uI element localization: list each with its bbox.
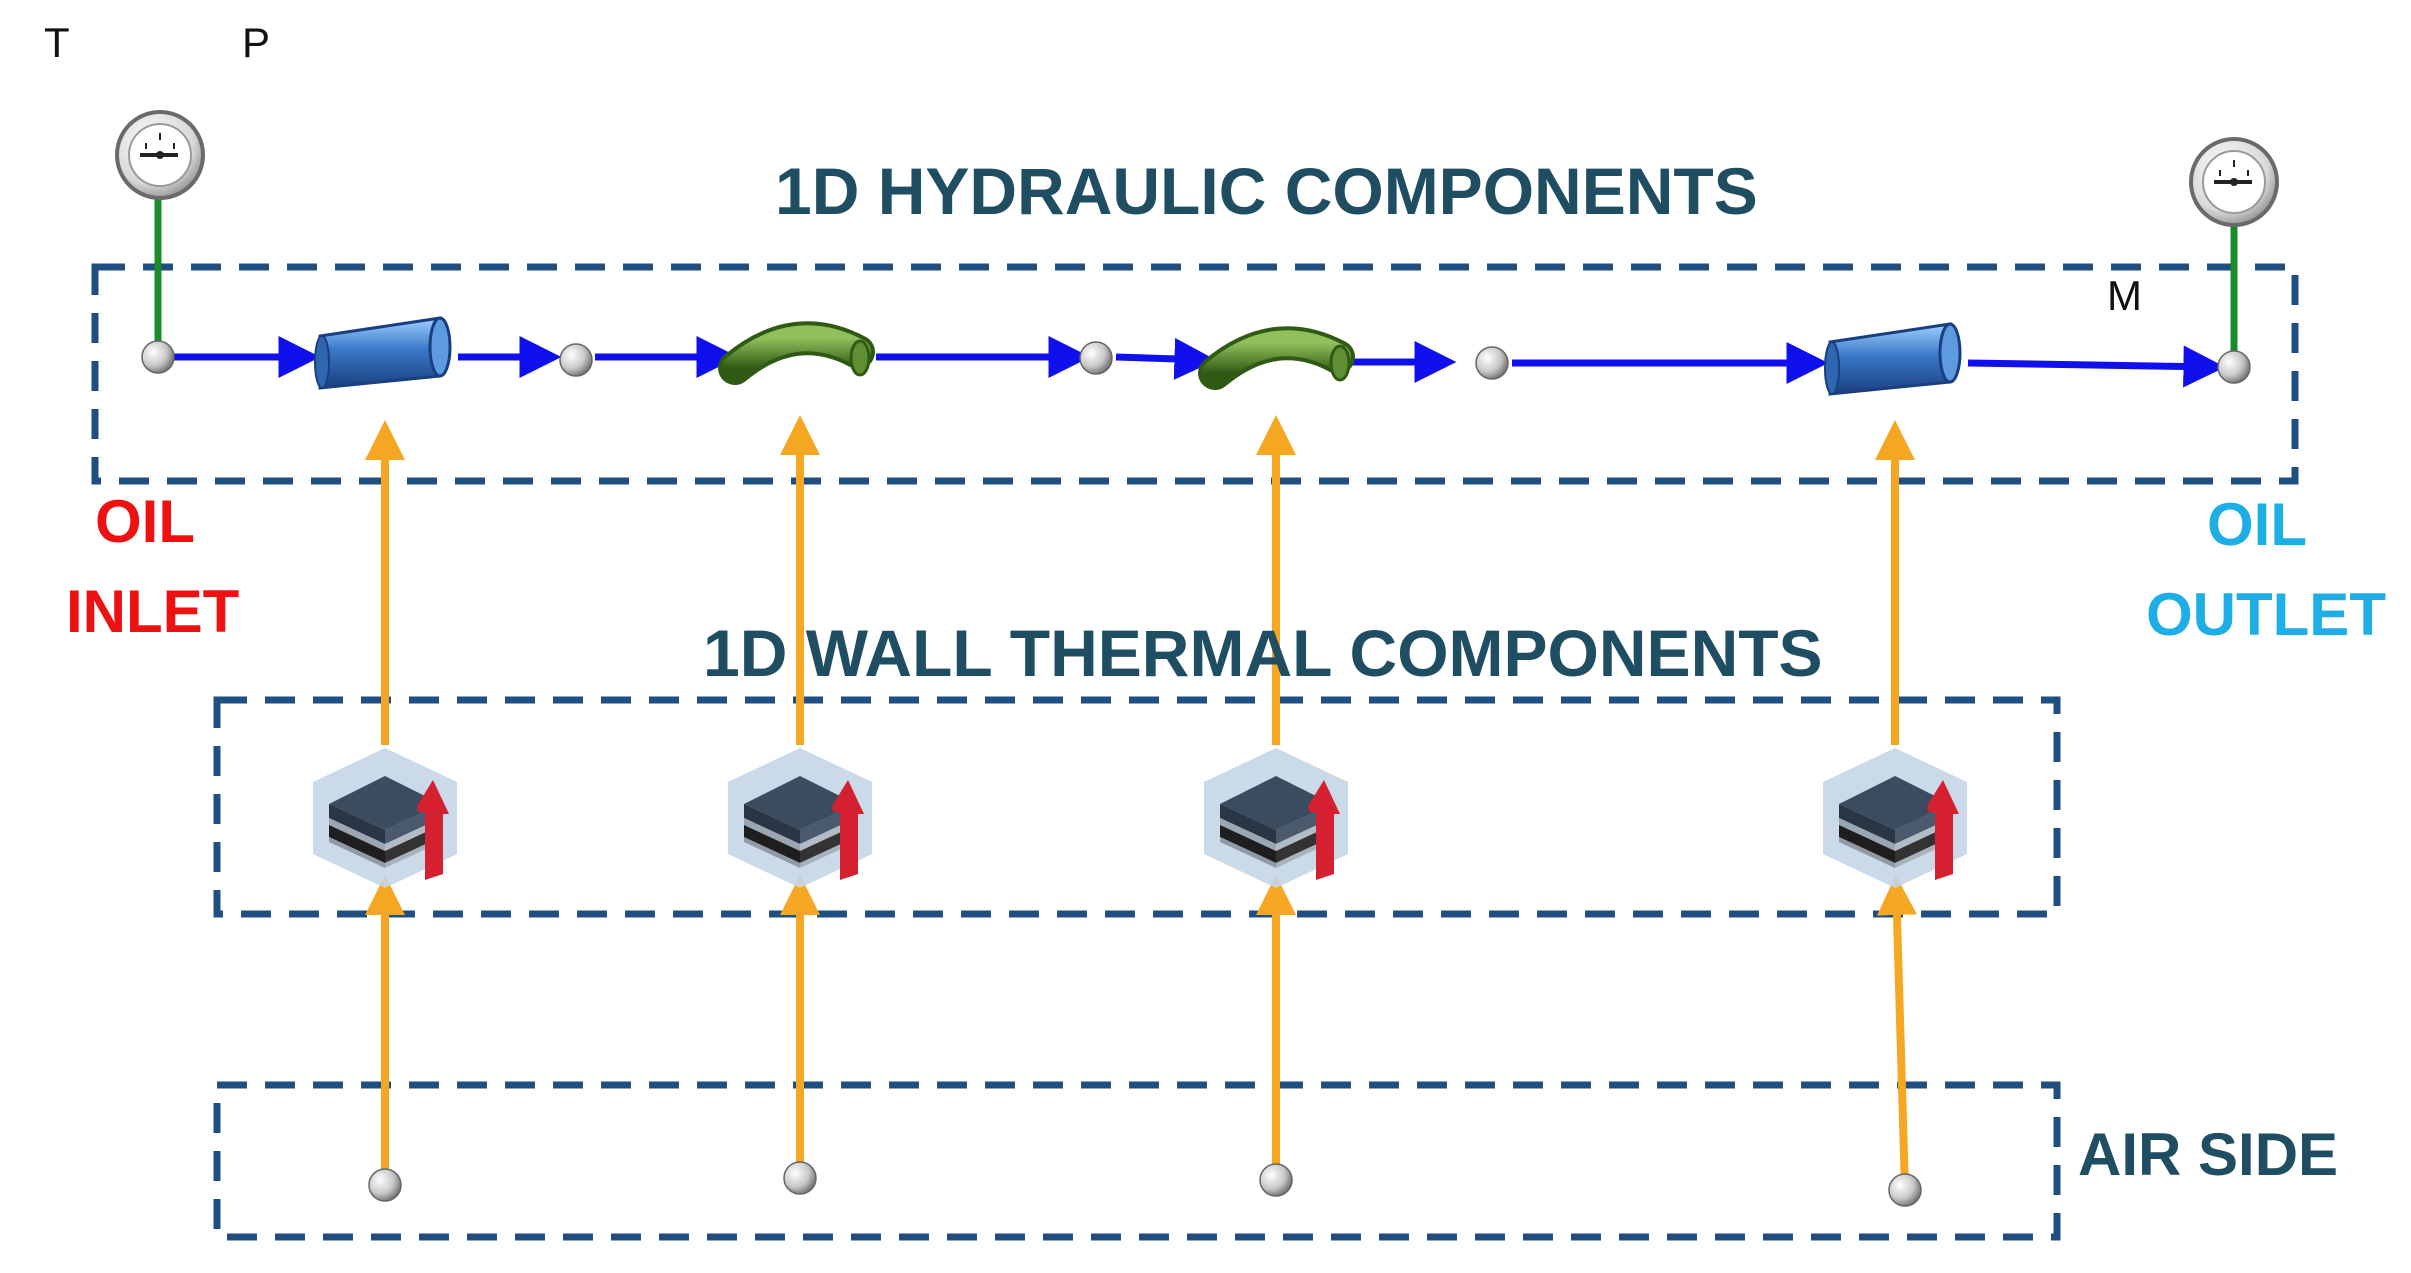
node-icon[interactable] (783, 1161, 817, 1195)
heat-block-icon[interactable] (1823, 748, 1967, 888)
air-side-label: AIR SIDE (2078, 1121, 2339, 1188)
nozzle-icon[interactable] (1824, 322, 1962, 396)
bend-pipe-icon[interactable] (718, 321, 875, 385)
mass-flow-label: M (2107, 272, 2142, 319)
temperature-label: T (44, 19, 70, 66)
gauge-icon[interactable] (2189, 137, 2279, 227)
heat-arrow-air-to-wall-4 (1876, 875, 1917, 1191)
hydraulic-components-frame (91, 263, 2299, 485)
wall-thermal-components-frame (213, 696, 2061, 918)
bend-pipe-icon[interactable] (1198, 326, 1355, 390)
node-icon[interactable] (559, 343, 593, 377)
flow-arrow-8 (1967, 345, 2226, 388)
air-side-frame (213, 1081, 2061, 1241)
oil-outlet-label-line2: OUTLET (2146, 581, 2386, 648)
node-icon[interactable] (368, 1168, 402, 1202)
flow-arrows (172, 336, 2226, 388)
node-icon[interactable] (1259, 1163, 1293, 1197)
nozzle-icon[interactable] (314, 316, 452, 390)
heat-block-icon[interactable] (1204, 748, 1348, 888)
heat-block-icon[interactable] (728, 748, 872, 888)
flow-arrow-5 (1115, 337, 1217, 380)
oil-inlet-label-line2: INLET (66, 578, 240, 645)
hydraulic-components-title: 1D HYDRAULIC COMPONENTS (775, 154, 1758, 228)
node-icon[interactable] (1888, 1173, 1922, 1207)
oil-inlet-label-line1: OIL (95, 488, 195, 555)
heat-block-icon[interactable] (313, 748, 457, 888)
node-icon[interactable] (2217, 350, 2251, 384)
wall-thermal-components-title: 1D WALL THERMAL COMPONENTS (703, 616, 1823, 690)
node-icon[interactable] (141, 340, 175, 374)
node-icon[interactable] (1475, 346, 1509, 380)
oil-outlet-label-line1: OIL (2207, 491, 2307, 558)
node-icon[interactable] (1079, 341, 1113, 375)
gauge-icon[interactable] (115, 110, 205, 200)
pressure-label: P (242, 19, 271, 66)
heat-flow-arrows (365, 415, 1917, 1191)
